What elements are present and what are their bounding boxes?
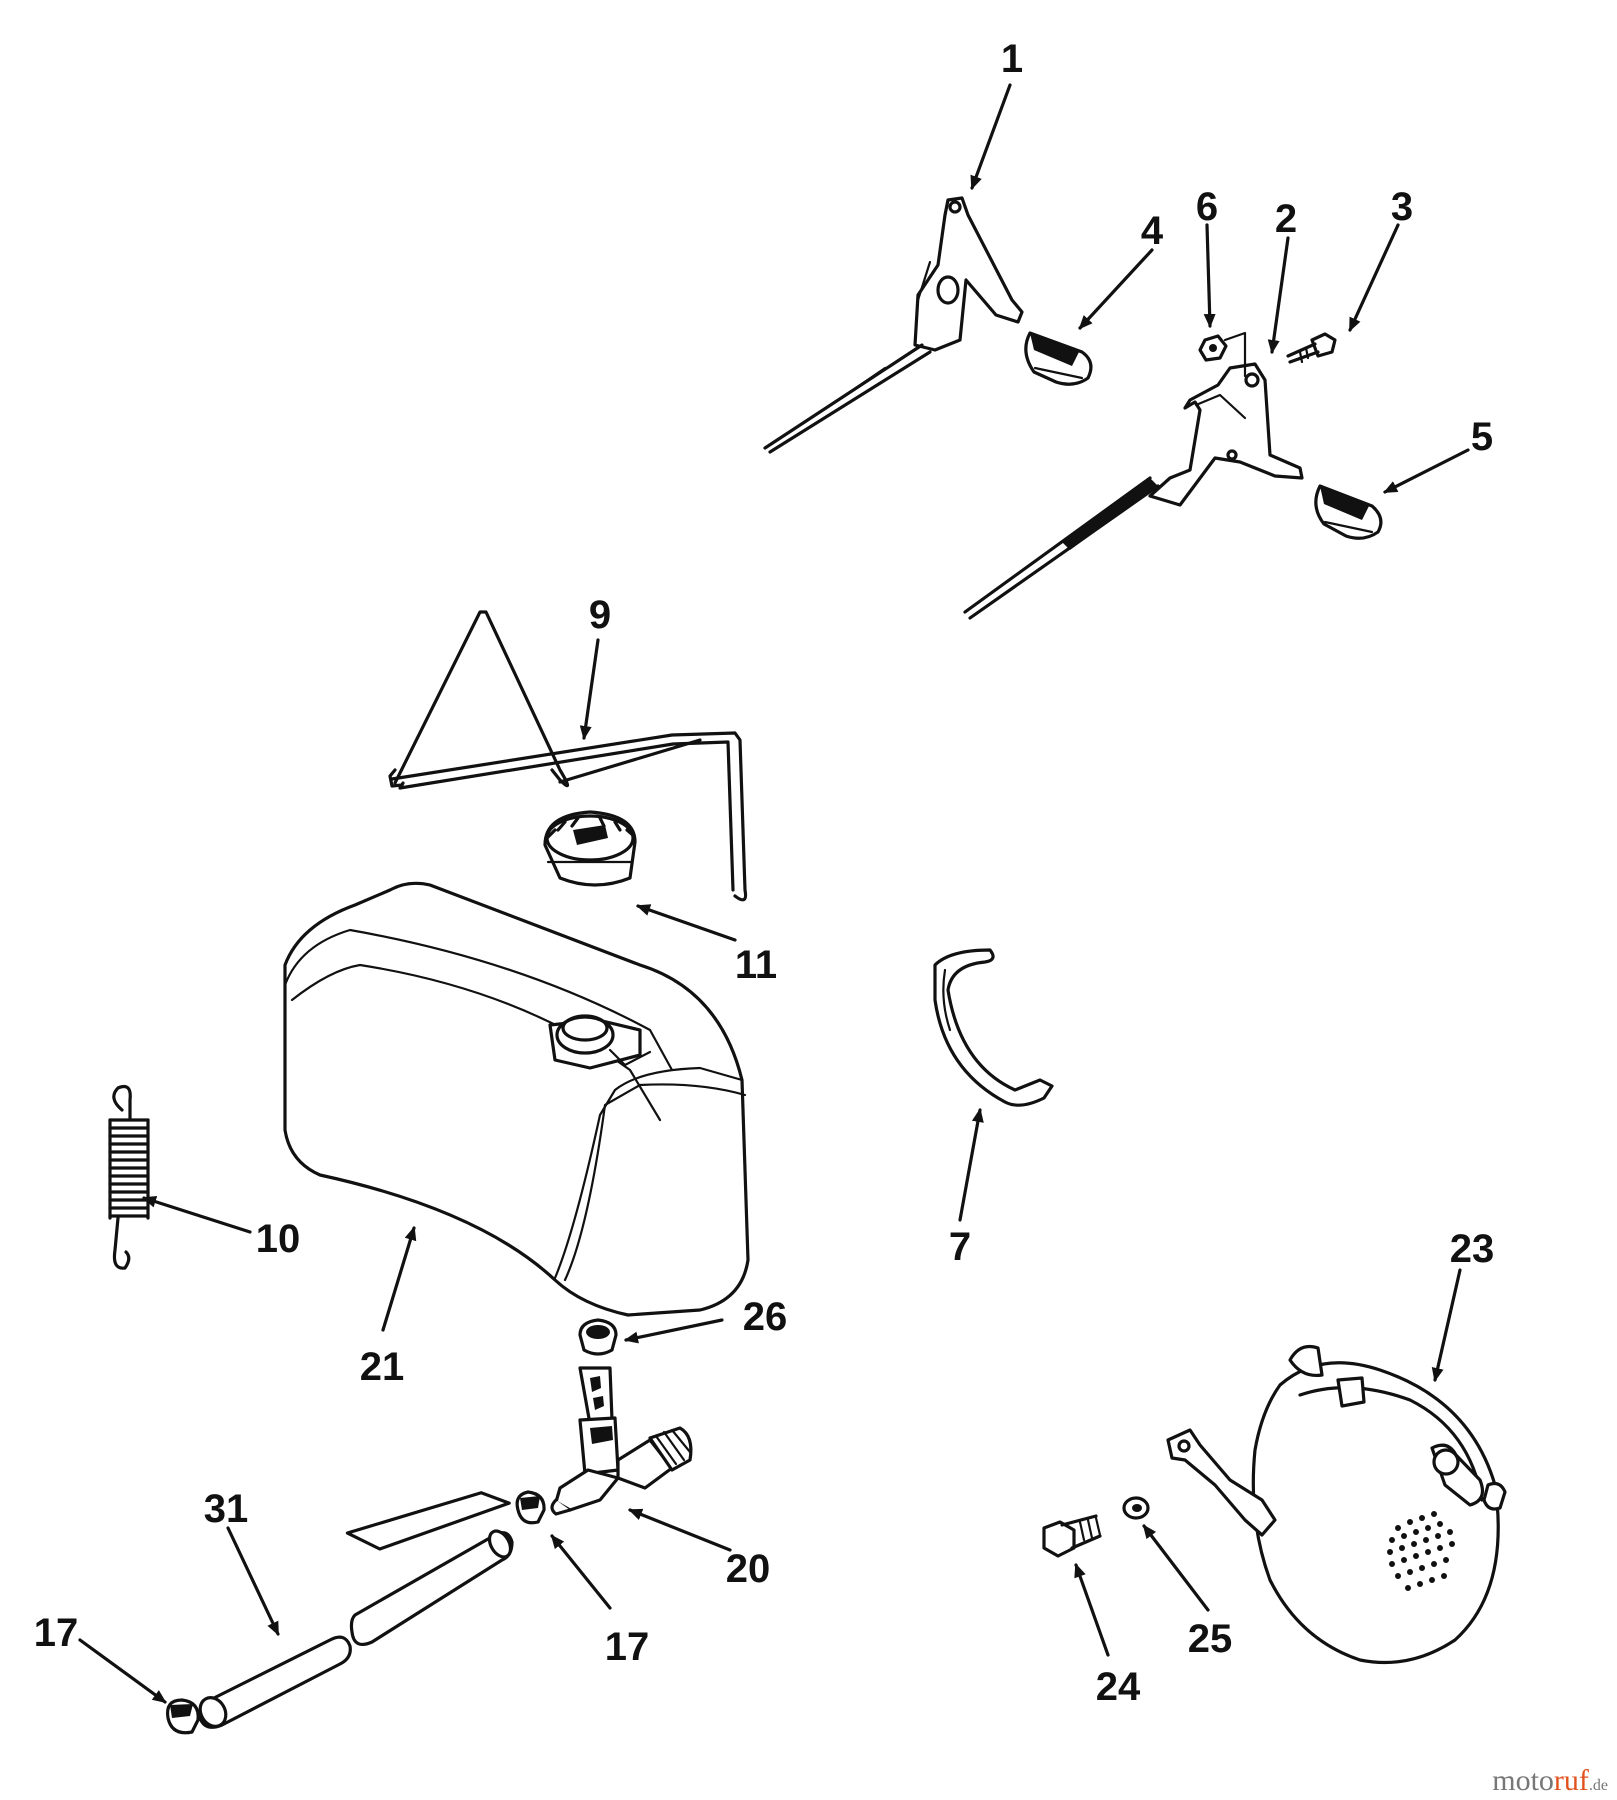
label-25: 25 (1188, 1617, 1233, 1661)
leader-23 (1431, 1268, 1462, 1382)
leader-2 (1267, 236, 1290, 354)
part-2-choke-bracket (963, 362, 1304, 620)
label-2: 2 (1275, 197, 1297, 241)
leader-lines (78, 83, 1470, 1704)
watermark-text: motoruf.de (1492, 1764, 1608, 1797)
leader-31 (226, 1526, 280, 1636)
part-10-spring (108, 1084, 150, 1270)
part-3-screw (1286, 332, 1337, 364)
leader-6 (1203, 223, 1216, 328)
leader-7 (958, 1108, 984, 1222)
label-5: 5 (1471, 415, 1493, 459)
part-6-nut (1198, 331, 1247, 378)
part-31-fuel-line (198, 1491, 514, 1729)
label-1: 1 (1001, 37, 1023, 81)
label-26: 26 (743, 1295, 788, 1339)
leader-11 (636, 904, 737, 942)
part-21-fuel-tank (283, 881, 750, 1317)
leader-26 (624, 1318, 724, 1344)
part-1-throttle-bracket (763, 196, 1024, 454)
leader-24 (1074, 1563, 1110, 1657)
part-25-washer (1122, 1496, 1150, 1520)
leader-9 (579, 638, 600, 740)
leader-5 (1383, 448, 1470, 494)
label-4: 4 (1141, 209, 1164, 253)
leader-4 (1078, 248, 1154, 330)
part-20-fuel-valve (550, 1366, 693, 1516)
leader-21 (381, 1226, 417, 1332)
part-7-clamp (933, 948, 1054, 1107)
part-4-knob (1024, 331, 1093, 386)
label-21: 21 (360, 1345, 405, 1389)
part-24-bolt (1042, 1514, 1102, 1558)
leader-17-right (550, 1534, 612, 1610)
label-24: 24 (1096, 1665, 1141, 1709)
label-9: 9 (589, 593, 611, 637)
label-11: 11 (735, 943, 777, 987)
label-23: 23 (1450, 1227, 1495, 1271)
leader-3 (1348, 223, 1400, 332)
part-9-tank-strap (388, 610, 748, 902)
part-23-muffler (1166, 1344, 1507, 1665)
part-17-hose-clamp-left (165, 1698, 200, 1735)
label-31: 31 (204, 1487, 249, 1531)
label-10: 10 (256, 1217, 301, 1261)
leader-10 (142, 1195, 252, 1234)
part-5-knob (1314, 484, 1383, 540)
label-17-right: 17 (605, 1625, 650, 1669)
leader-25 (1142, 1524, 1210, 1612)
leader-20 (628, 1508, 732, 1552)
label-7: 7 (949, 1225, 971, 1269)
part-26-grommet (578, 1318, 618, 1356)
leader-1 (970, 83, 1012, 190)
label-17-left: 17 (34, 1611, 79, 1655)
part-17-hose-clamp-right (515, 1490, 546, 1525)
part-number-labels: 1 4 6 2 3 5 9 11 10 21 7 26 20 17 23 25 … (34, 37, 1495, 1709)
label-20: 20 (726, 1547, 771, 1591)
part-11-fuel-cap (543, 810, 637, 887)
watermark: motoruf.de (1492, 1764, 1608, 1797)
leader-17-left (78, 1638, 167, 1704)
label-6: 6 (1196, 185, 1218, 229)
label-3: 3 (1391, 185, 1413, 229)
